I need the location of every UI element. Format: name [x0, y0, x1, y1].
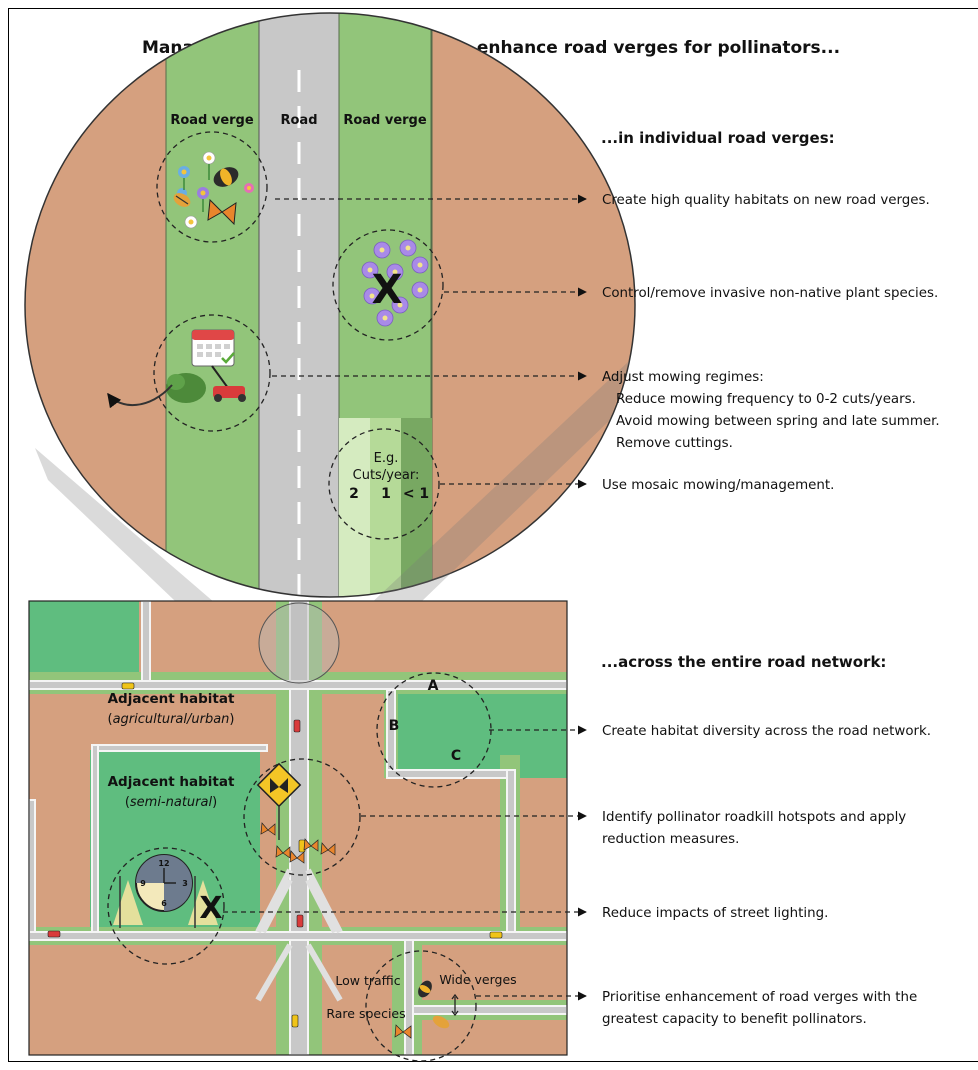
invasive-plants-icon	[361, 239, 429, 327]
mosaic-value-1: 2	[349, 486, 359, 502]
zoom-cone	[35, 360, 630, 680]
streetlights-icon	[113, 876, 218, 928]
individual-heading: ...in individual road verges:	[601, 129, 835, 147]
street-lighting-circle	[107, 847, 225, 965]
rec-mosaic-mowing: Use mosaic mowing/management.	[602, 478, 834, 493]
network-heading: ...across the entire road network:	[601, 653, 886, 671]
rec-roadkill-line2: reduction measures.	[602, 832, 739, 847]
roadkill-hotspot-circle	[243, 758, 361, 876]
wide-verges-label: Wide verges	[439, 972, 516, 987]
habitat-letter-b: B	[389, 718, 400, 734]
mowing-calendar-icon	[191, 329, 235, 367]
roadkill-butterflies-icon	[260, 822, 336, 864]
zoom-source-circle	[258, 602, 340, 684]
rec-prioritise-line1: Prioritise enhancement of road verges wi…	[602, 990, 917, 1005]
adjacent-habitat-label-1: Adjacent habitat	[108, 691, 235, 707]
cut-grass-pile-icon	[166, 373, 206, 403]
mosaic-strip-1-cut	[370, 418, 401, 597]
adjacent-habitat-label-2: Adjacent habitat	[108, 774, 235, 790]
rec-mowing-sub-3: Remove cuttings.	[616, 436, 733, 451]
adjacent-habitat-subtitle-1: (agricultural/urban)	[107, 712, 234, 727]
day-night-clock-icon: 12 3 6 9	[135, 854, 193, 912]
mosaic-strip-less-than-1-cut	[401, 418, 432, 597]
right-verge-label: Road verge	[343, 113, 427, 128]
clock-3: 3	[182, 879, 188, 888]
low-traffic-label: Low traffic	[335, 973, 400, 988]
rec-habitat-diversity: Create habitat diversity across the road…	[602, 724, 931, 739]
rec-mowing-sub-2: Avoid mowing between spring and late sum…	[616, 414, 940, 429]
zoom-circle: Road verge Road Road verge	[24, 12, 636, 598]
zoom-circle-outline	[24, 12, 636, 598]
habitat-letter-a: A	[428, 678, 439, 694]
rec-street-lighting: Reduce impacts of street lighting.	[602, 906, 828, 921]
clock-12: 12	[158, 859, 169, 868]
habitat-quality-circle	[156, 131, 268, 243]
mosaic-cuts-label: Cuts/year:	[353, 468, 420, 483]
remove-cuttings-arrow	[107, 384, 173, 409]
mosaic-value-2: 1	[381, 486, 391, 502]
adjacent-habitat-subtitle-2: (semi-natural)	[125, 795, 217, 810]
habitat-letter-c: C	[451, 748, 461, 764]
butterfly-warning-sign-icon	[256, 762, 302, 840]
rec-mowing-sub-1: Reduce mowing frequency to 0-2 cuts/year…	[616, 392, 916, 407]
semi-natural-patch-top-left	[29, 601, 139, 677]
invasive-species-circle	[332, 229, 444, 341]
road-network-map: Adjacent habitat (agricultural/urban) Ad…	[28, 600, 568, 1062]
adjacent-habitat-type-2: semi-natural	[130, 795, 213, 810]
lighting-x-mark: X	[199, 891, 222, 926]
flowers-and-pollinators-icon	[173, 151, 254, 229]
figure-frame	[8, 8, 978, 1062]
mosaic-strip-2-cuts	[339, 418, 370, 597]
rec-prioritise-line2: greatest capacity to benefit pollinators…	[602, 1012, 867, 1027]
remove-x-mark: X	[372, 267, 403, 313]
adjacent-habitat-type-1: agricultural/urban	[113, 712, 230, 727]
rec-habitat-quality: Create high quality habitats on new road…	[602, 193, 930, 208]
road-label: Road	[280, 113, 317, 128]
clock-6: 6	[161, 899, 167, 908]
prioritise-circle	[365, 950, 477, 1062]
prioritise-pollinators-icon	[394, 980, 459, 1039]
mowing-regime-circle	[153, 314, 271, 432]
left-verge-label: Road verge	[170, 113, 254, 128]
mosaic-eg-label: E.g.	[374, 451, 399, 466]
semi-natural-patch-right	[388, 685, 567, 778]
cars	[47, 682, 503, 1028]
rec-invasive-species: Control/remove invasive non-native plant…	[602, 286, 938, 301]
left-road-verge	[165, 13, 261, 597]
map-border	[28, 600, 568, 1056]
clock-9: 9	[140, 879, 146, 888]
mosaic-value-3: < 1	[403, 486, 429, 502]
rec-mowing-regimes: Adjust mowing regimes:	[602, 370, 764, 385]
lawn-mower-icon	[211, 365, 246, 402]
mosaic-mowing-circle	[328, 428, 440, 540]
rec-roadkill-line1: Identify pollinator roadkill hotspots an…	[602, 810, 906, 825]
